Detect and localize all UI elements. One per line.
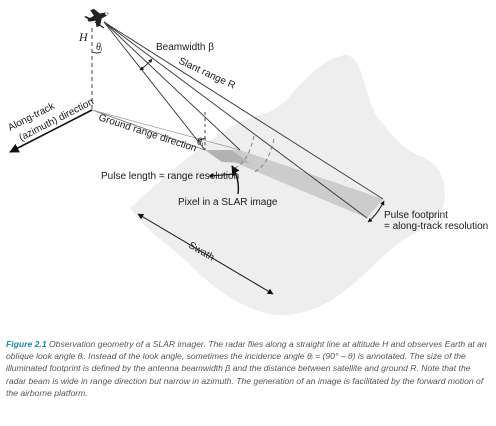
beam-line [103,21,368,219]
pulse-footprint [205,150,383,218]
beam-line [103,21,384,200]
ground-swath-strip [130,55,445,316]
pixel-label: Pixel in a SLAR image [178,197,278,208]
caption-text: Observation geometry of a SLAR imager. T… [6,339,487,398]
ground-range-label: Ground range direction [97,112,198,154]
pulse-length-label: Pulse length = range resolution [101,171,239,182]
aircraft-icon [84,8,109,28]
beam-line [103,21,241,151]
beam-line [103,21,206,151]
pulse-length-arrow [208,172,237,178]
beamwidth-label: Beamwidth β [156,42,214,53]
swath-arrow [137,213,274,295]
footprint-resolution-label: = along-track resolution [384,221,488,232]
theta-arc-ground [197,138,207,142]
theta-arc-top [91,51,102,54]
theta-label-ground: θᵢ [197,137,204,148]
ground-range-line-outer [91,109,241,151]
figure-label: Figure 2.1 [6,339,47,349]
footprint-arrow [367,200,385,223]
footprint-label: Pulse footprint [384,210,448,221]
wavefront-dashed [252,138,275,174]
theta-label-top: θᵢ [96,42,103,53]
pixel-pointer-arrow [231,165,240,195]
altitude-label-h: H [78,30,89,44]
slar-geometry-diagram: H θᵢ θᵢ Beamwidth β Slant range R Along-… [6,8,488,316]
pixel-highlight [205,150,250,163]
beamwidth-arc [139,58,153,71]
along-track-arrow [9,109,93,153]
ground-range-line [91,109,206,151]
antenna-line [94,21,105,29]
figure-caption: Figure 2.1 Observation geometry of a SLA… [6,338,490,399]
